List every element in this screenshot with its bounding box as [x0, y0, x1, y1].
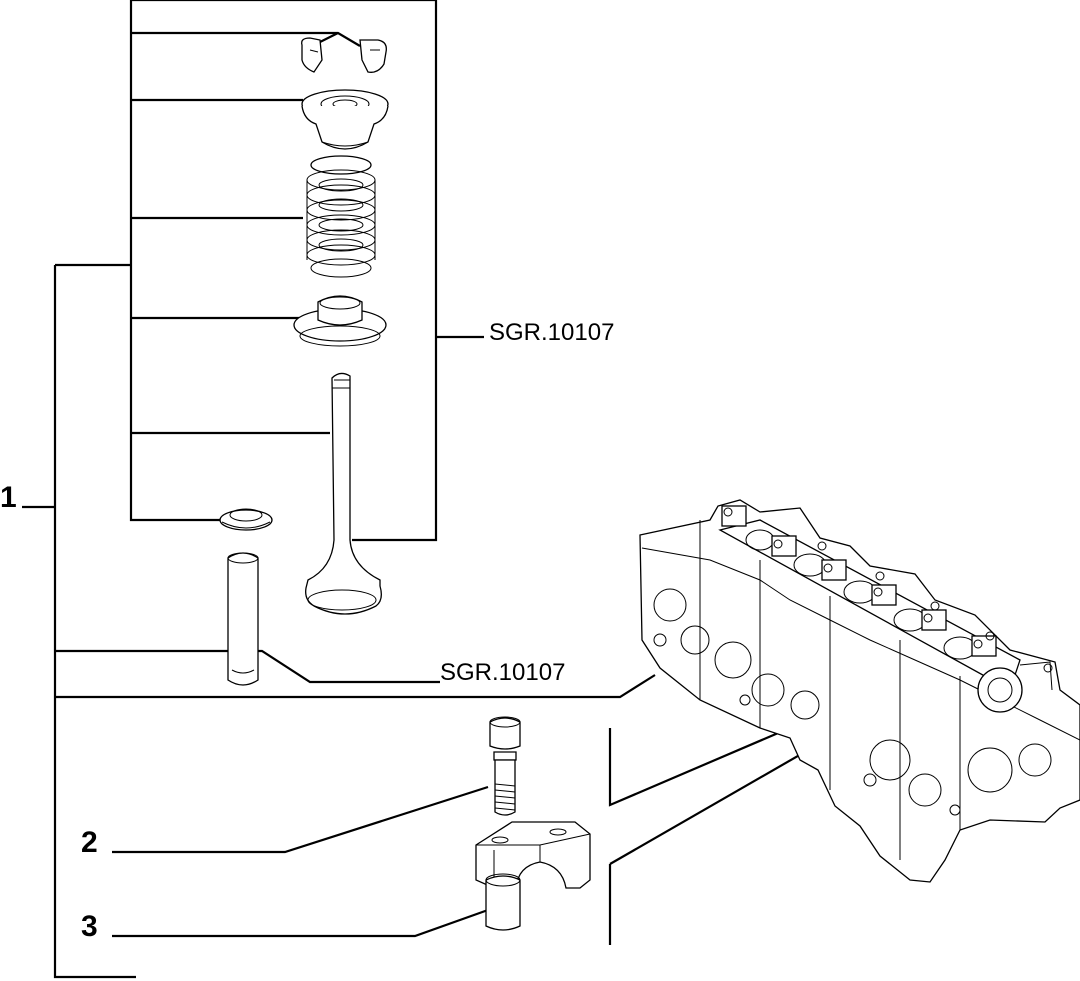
- valve-spring: [306, 155, 376, 278]
- bolt: [489, 716, 521, 816]
- spring-seat: [293, 295, 387, 347]
- guide-reference: SGR.10107: [440, 659, 565, 686]
- valve: [305, 372, 382, 615]
- camshaft-bearing-cap: [475, 821, 591, 889]
- cylinder-head: [639, 499, 1080, 883]
- valve-group-reference: SGR.10107: [489, 319, 614, 346]
- spring-retainer: [301, 89, 389, 150]
- callout-1: 1: [0, 481, 17, 514]
- valve-collets: [301, 37, 387, 73]
- callout-3: 3: [81, 910, 98, 943]
- callout-2: 2: [81, 826, 98, 859]
- bush: [485, 873, 521, 931]
- valve-stem-seal: [219, 508, 273, 531]
- valve-guide: [227, 552, 259, 686]
- leader-lines: [22, 0, 931, 979]
